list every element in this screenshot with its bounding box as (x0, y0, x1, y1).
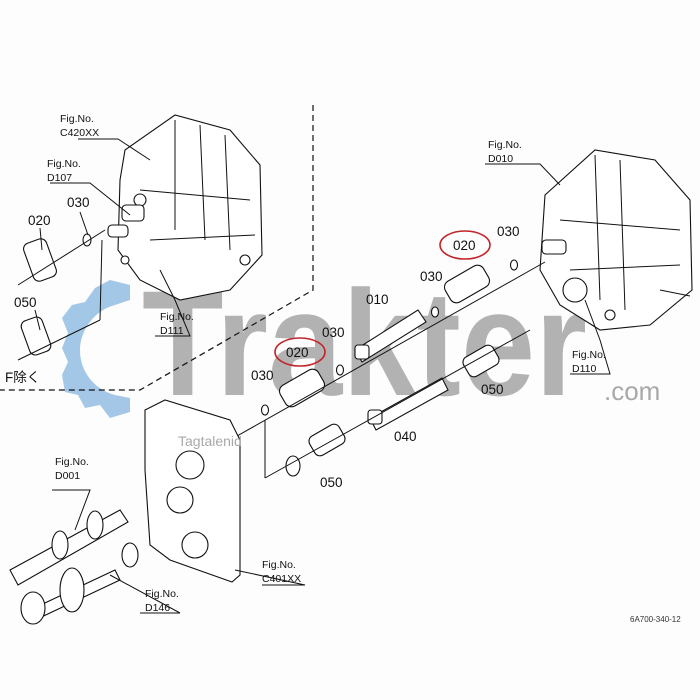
svg-text:D110: D110 (572, 363, 596, 375)
watermark-domain: .com (604, 376, 660, 406)
svg-text:Fig.No.: Fig.No. (55, 456, 89, 468)
svg-text:Fig.No.: Fig.No. (262, 559, 296, 571)
svg-text:Fig.No.: Fig.No. (47, 158, 81, 170)
label-050: 050 (481, 382, 504, 397)
svg-text:D010: D010 (488, 153, 513, 165)
seal-ring (285, 455, 301, 477)
housing-c420xx (107, 114, 263, 301)
exclusion-note: F除く (5, 370, 40, 385)
housing-d010 (539, 149, 693, 331)
label-040: 040 (394, 429, 417, 444)
svg-text:Fig.No.: Fig.No. (60, 113, 94, 125)
housing-c401xx (144, 399, 241, 583)
part-030-oring (430, 306, 440, 318)
label-020: 020 (28, 213, 51, 228)
part-050-bushing-right (462, 344, 500, 378)
svg-text:D107: D107 (47, 172, 72, 184)
svg-text:Fig.No.: Fig.No. (160, 311, 194, 323)
fig-ref-d110: Fig.No. D110 (572, 349, 606, 375)
fig-ref-c401xx: Fig.No. C401XX (262, 559, 301, 585)
svg-text:D001: D001 (55, 470, 80, 482)
label-030: 030 (67, 195, 90, 210)
svg-text:Fig.No.: Fig.No. (572, 349, 606, 361)
svg-text:Fig.No.: Fig.No. (145, 588, 179, 600)
shaft-010 (354, 309, 427, 363)
label-020-highlighted: 020 (453, 238, 476, 253)
label-020-highlighted: 020 (286, 345, 309, 360)
part-030-oring (335, 364, 345, 376)
watermark-tagline: Tagtalenid (178, 433, 242, 449)
inset-boundary (0, 105, 314, 391)
label-030: 030 (322, 325, 345, 340)
part-050-bushing-left (308, 423, 346, 457)
gear-icon (62, 280, 146, 418)
highlight-020-left (274, 337, 326, 367)
part-030-oring (260, 404, 270, 416)
part-020-sleeve-inset (23, 238, 57, 282)
fig-ref-d146: Fig.No. D146 (145, 588, 179, 614)
label-030: 030 (251, 368, 274, 383)
highlight-020-right (439, 230, 491, 260)
part-030-oring (509, 259, 519, 271)
fig-ref-c420xx: Fig.No. C420XX (60, 113, 99, 139)
fig-ref-d001: Fig.No. D001 (55, 456, 89, 482)
fig-ref-d111: Fig.No. D111 (160, 311, 194, 337)
svg-text:D146: D146 (145, 602, 170, 614)
label-030: 030 (497, 224, 520, 239)
svg-text:D111: D111 (160, 325, 184, 337)
svg-text:Fig.No.: Fig.No. (488, 139, 522, 151)
label-050: 050 (14, 295, 37, 310)
part-020-sleeve-left (278, 368, 326, 408)
part-050-bushing-inset (20, 316, 52, 356)
svg-text:C401XX: C401XX (262, 573, 301, 585)
drawing-code: 6A700-340-12 (630, 615, 681, 624)
fig-ref-d010: Fig.No. D010 (488, 139, 522, 165)
label-050: 050 (320, 475, 343, 490)
label-010: 010 (366, 292, 389, 307)
fig-ref-d107: Fig.No. D107 (47, 158, 81, 184)
svg-text:C420XX: C420XX (60, 127, 99, 139)
label-030: 030 (420, 269, 443, 284)
shaft-d001 (9, 509, 129, 586)
part-020-sleeve-right (443, 264, 491, 304)
